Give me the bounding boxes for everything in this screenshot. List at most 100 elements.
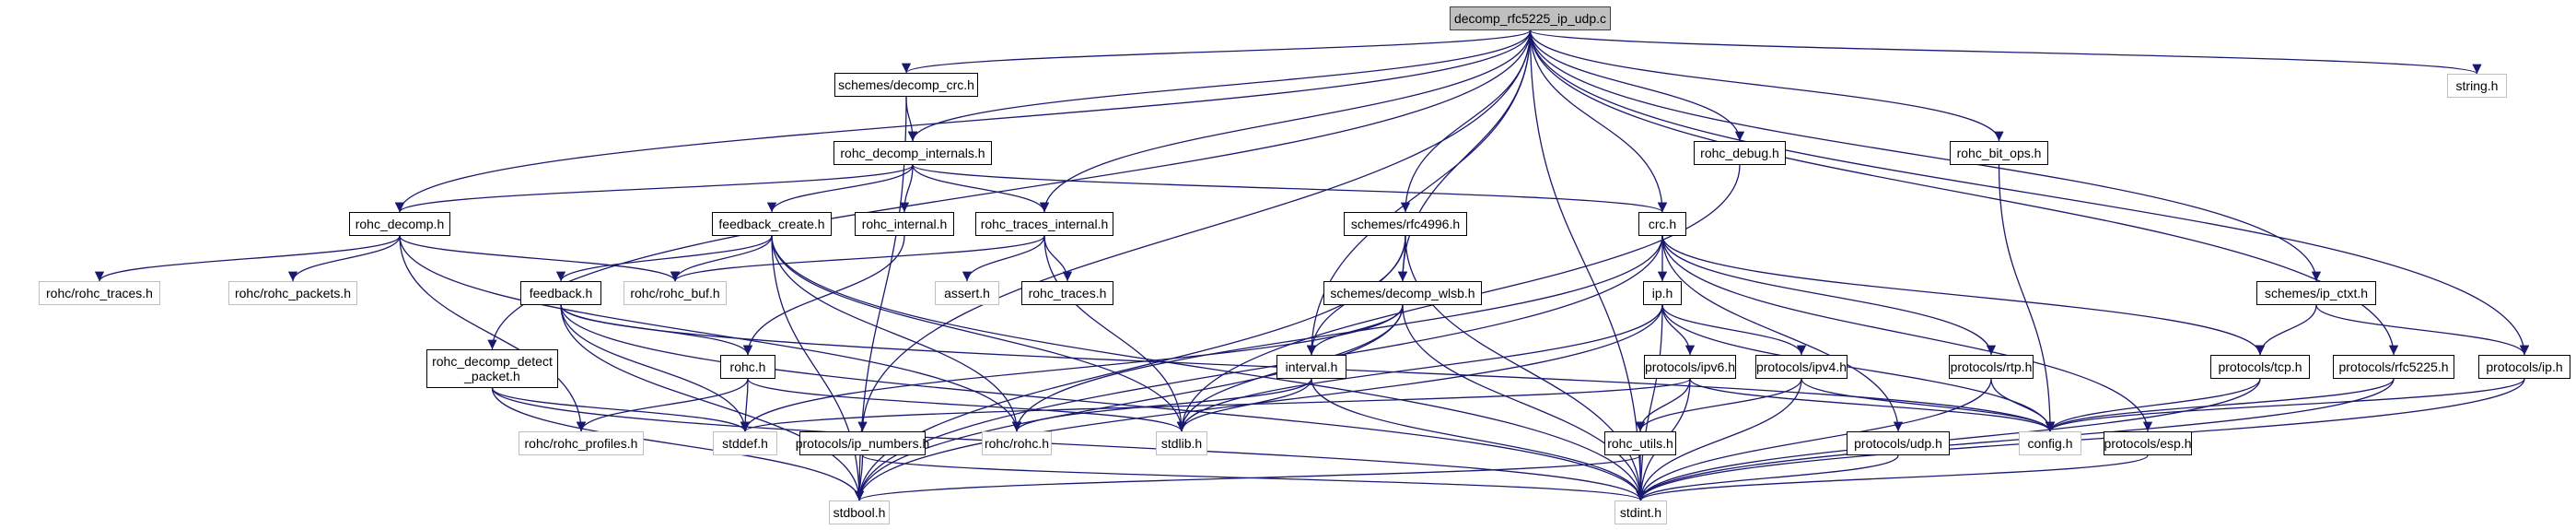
- edge-feedback_create-to-stdlib: [771, 235, 1187, 432]
- edge-internals-to-rohc_internal: [899, 164, 914, 213]
- edge-ip_numbers-to-stdint: [861, 454, 1646, 501]
- node-ip[interactable]: ip.h: [1643, 281, 1682, 305]
- node-internals[interactable]: rohc_decomp_internals.h: [833, 141, 992, 165]
- edge-rohc_utils-to-stdint: [1636, 454, 1646, 501]
- edge-root-to-stdint: [1529, 29, 1646, 501]
- node-string: string.h: [2447, 74, 2507, 98]
- edge-ip-to-stdlib: [1176, 304, 1663, 432]
- edge-rohc-to-stddef: [740, 378, 751, 432]
- node-config: config.h: [2019, 431, 2081, 455]
- edge-crc-to-esp: [1661, 235, 2153, 432]
- edge-crc-to-rohc_rohc: [1011, 235, 1663, 432]
- node-proto-ip[interactable]: protocols/ip.h: [2478, 355, 2570, 379]
- edge-feedback_create-to-stdint: [771, 235, 1646, 501]
- edge-root-to-rohc_decomp: [394, 29, 1532, 213]
- edge-udp-to-stdint: [1636, 454, 1899, 501]
- node-rfc5225[interactable]: protocols/rfc5225.h: [2333, 355, 2454, 379]
- edge-traces_internal-to-rohc_traces: [1043, 235, 1073, 282]
- edge-root-to-rohc_debug: [1529, 29, 1745, 142]
- edge-rohc_decomp-to-rohc_packets: [287, 235, 401, 282]
- node-crc[interactable]: crc.h: [1638, 212, 1686, 236]
- edge-root-to-internals: [907, 29, 1532, 142]
- node-rohc-decomp[interactable]: rohc_decomp.h: [349, 212, 450, 236]
- node-traces-internal[interactable]: rohc_traces_internal.h: [975, 212, 1113, 236]
- node-ip-numbers[interactable]: protocols/ip_numbers.h: [796, 431, 929, 455]
- edge-rohc_decomp-to-rohc_rohc: [399, 235, 1022, 432]
- node-udp[interactable]: protocols/udp.h: [1847, 431, 1950, 455]
- node-rohc-buf: rohc/rohc_buf.h: [624, 281, 727, 305]
- node-ipv6[interactable]: protocols/ipv6.h: [1644, 355, 1736, 379]
- edge-ip_numbers-to-stdbool: [854, 454, 865, 501]
- edge-root-to-string: [1529, 29, 2482, 75]
- edge-ip-to-config: [1661, 304, 2056, 432]
- node-rohc-debug[interactable]: rohc_debug.h: [1694, 141, 1786, 165]
- node-feedback[interactable]: feedback.h: [520, 281, 601, 305]
- edge-feedback-to-stdint: [560, 304, 1646, 501]
- edge-rohc_decomp-to-rohc_traces_ext: [94, 235, 401, 282]
- edge-tcp-to-stdint: [1636, 378, 2261, 501]
- node-rohc-traces-ext: rohc/rohc_traces.h: [39, 281, 160, 305]
- node-rfc4996[interactable]: schemes/rfc4996.h: [1344, 212, 1467, 236]
- node-rohc[interactable]: rohc.h: [720, 355, 775, 379]
- edge-decomp_wlsb-to-stddef: [740, 304, 1404, 432]
- node-decomp-wlsb[interactable]: schemes/decomp_wlsb.h: [1323, 281, 1482, 305]
- edge-internals-to-feedback_create: [766, 164, 914, 213]
- edge-feedback-to-stdbool: [560, 304, 865, 501]
- edge-rohc_internal-to-rohc: [742, 235, 905, 356]
- edge-interval-to-stdint: [1311, 378, 1646, 501]
- edge-root-to-proto_ip: [1529, 29, 2530, 356]
- edge-traces_internal-to-assert: [962, 235, 1045, 282]
- edge-ipv4-to-rohc_utils: [1635, 378, 1802, 432]
- edge-ipv6-to-config: [1689, 378, 2056, 432]
- edge-crc-to-tcp: [1661, 235, 2266, 356]
- edge-detect_packet-to-stdint: [491, 387, 1646, 501]
- edge-decomp_crc-to-internals: [905, 96, 918, 142]
- edge-root-to-traces_internal: [1039, 29, 1532, 213]
- node-rohc-internal[interactable]: rohc_internal.h: [855, 212, 954, 236]
- edge-ipv6-to-stddef: [740, 378, 1691, 432]
- edge-tcp-to-config: [2045, 378, 2261, 432]
- node-stdbool: stdbool.h: [829, 501, 890, 524]
- edge-rfc4996-to-stdint: [1405, 235, 1646, 501]
- node-root[interactable]: decomp_rfc5225_ip_udp.c: [1450, 6, 1611, 30]
- node-ipv4[interactable]: protocols/ipv4.h: [1755, 355, 1847, 379]
- node-esp[interactable]: protocols/esp.h: [2104, 431, 2192, 455]
- edge-esp-to-stdint: [1636, 454, 2149, 501]
- node-rohc-traces[interactable]: rohc_traces.h: [1021, 281, 1113, 305]
- edge-ip-to-ipv6: [1661, 304, 1696, 356]
- edge-rohc-to-stdlib: [747, 378, 1187, 432]
- edge-ipv4-to-config: [1801, 378, 2056, 432]
- node-detect-packet[interactable]: rohc_decomp_detect _packet.h: [426, 349, 558, 388]
- node-feedback-create[interactable]: feedback_create.h: [712, 212, 832, 236]
- edge-bit_ops-to-config: [1998, 164, 2056, 432]
- edge-detect_packet-to-stddef: [491, 387, 751, 432]
- edge-ip-to-stdint: [1636, 304, 1663, 501]
- edge-internals-to-rohc_decomp: [395, 164, 914, 213]
- edge-internals-to-traces_internal: [912, 164, 1050, 213]
- node-stdint: stdint.h: [1614, 501, 1667, 524]
- edge-proto_ip-to-config: [2045, 378, 2525, 432]
- edge-root-to-decomp_wlsb: [1397, 29, 1532, 282]
- node-bit-ops[interactable]: rohc_bit_ops.h: [1950, 141, 2048, 165]
- edge-rohc_decomp-to-rohc_buf: [399, 235, 681, 282]
- edge-rohc-to-rohc_profiles: [576, 378, 749, 432]
- node-interval[interactable]: interval.h: [1276, 355, 1346, 379]
- node-decomp-crc[interactable]: schemes/decomp_crc.h: [834, 73, 978, 97]
- node-rohc-utils[interactable]: rohc_utils.h: [1604, 431, 1676, 455]
- node-ip-ctxt[interactable]: schemes/ip_ctxt.h: [2256, 281, 2376, 305]
- node-tcp[interactable]: protocols/tcp.h: [2210, 355, 2310, 379]
- edge-detect_packet-to-stdbool: [491, 387, 865, 501]
- node-rohc-packets: rohc/rohc_packets.h: [228, 281, 357, 305]
- edge-crc-to-stdbool: [854, 235, 1663, 501]
- edge-feedback_create-to-feedback: [555, 235, 773, 282]
- edge-decomp_wlsb-to-stdint: [1402, 304, 1646, 501]
- edge-root-to-crc: [1529, 29, 1668, 213]
- edge-internals-to-crc: [912, 164, 1667, 213]
- edge-feedback-to-stddef: [560, 304, 751, 432]
- edge-feedback_create-to-rohc_rohc: [771, 235, 1022, 432]
- edge-rfc5225-to-stdint: [1636, 378, 2395, 501]
- node-rtp[interactable]: protocols/rtp.h: [1949, 355, 2034, 379]
- edge-root-to-ip_ctxt: [1529, 29, 2322, 282]
